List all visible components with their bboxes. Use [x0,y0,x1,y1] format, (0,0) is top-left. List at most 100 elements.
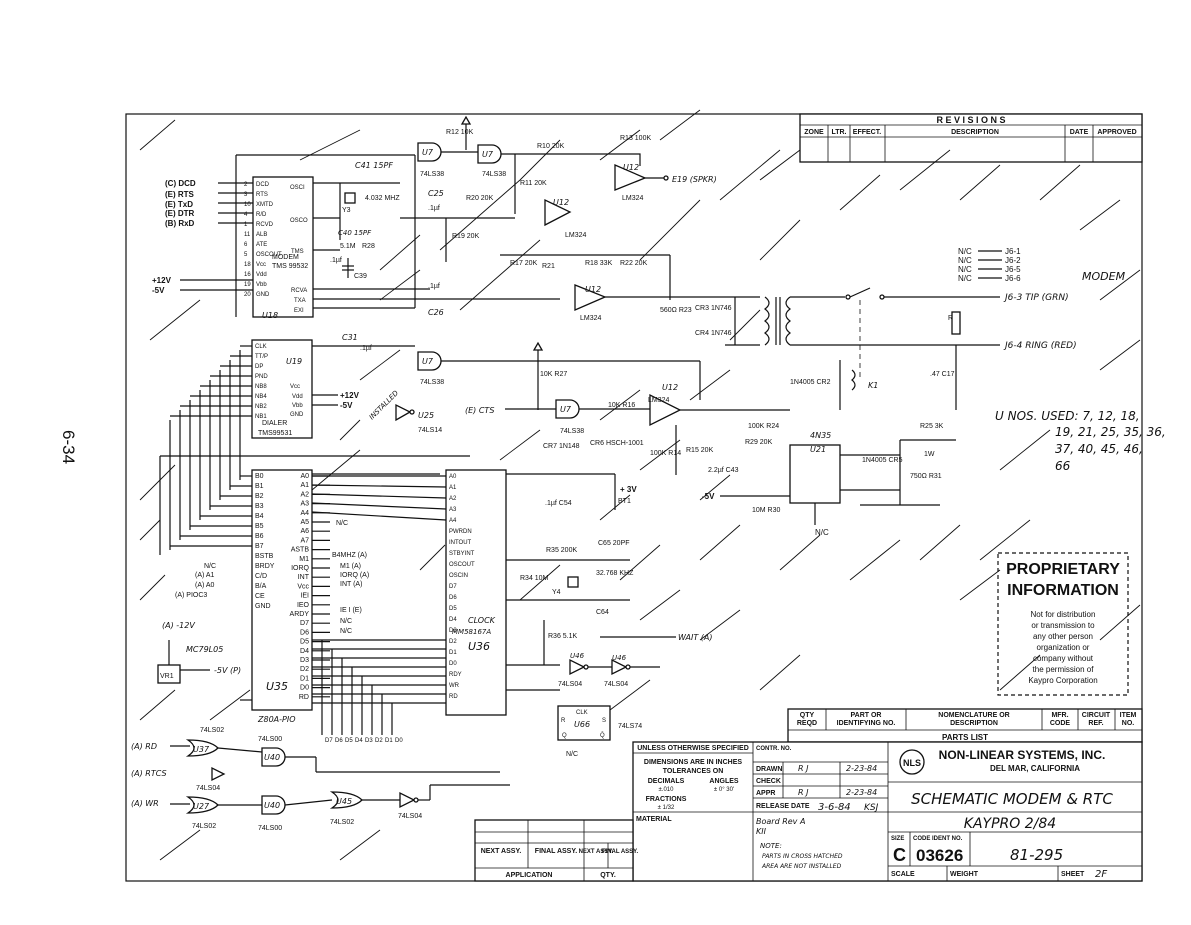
r29-label: R29 20K [745,439,773,446]
board-sub: KII [756,827,767,836]
m1-signal: M1 (A) [340,563,361,570]
fractions-label: FRACTIONS [646,796,687,803]
release-date: 3-6-84 [818,802,851,813]
r15-label: R15 20K [686,447,714,454]
u25-group: INSTALLED U25 74LS14 (E) CTS [368,389,495,434]
xtal2-freq: 32.768 KHZ [596,570,634,577]
j6-ring: J6-4 RING (RED) [1003,341,1077,351]
u35-pin-label: D3 [300,657,309,664]
opto-u21: 4N35 U21 N/C R25 3K 1W 1N4005 CR5 750Ω R… [789,423,956,537]
revisions-title: R E V I S I O N S [936,115,1005,125]
u18-pin-label: DCD [256,182,270,188]
u18-pin-osci: OSCI [290,185,305,191]
proprietary-text-line: or transmission to [1031,621,1095,630]
u36-pin-label: D2 [449,639,457,645]
u36-pin-label: WR [449,683,460,689]
u35-notes: N/C B4MHZ (A) M1 (A) IORQ (A) INT (A) IE… [175,520,369,635]
u35-pin-label: B4 [255,513,264,520]
minus5-opto: -5V [702,492,715,501]
nc-astb: N/C [340,618,352,625]
c26-value: .1µf [428,283,440,290]
regulator-vr1: (A) -12V MC79L05 VR1 -5V (P) [157,621,241,684]
r12-label: R12 10K [446,129,474,136]
cr3-label: CR3 1N746 [695,305,732,312]
r18-label: R18 33K [585,260,613,267]
u66-pin-clk: CLK [576,710,588,716]
u19-pin-label: NB4 [255,394,267,400]
u12d-part: LM324 [648,397,670,404]
u18-pin-txa: TXA [294,298,306,304]
svg-text:U7: U7 [482,150,494,159]
k1-label: K1 [868,381,878,390]
r10-label: R10 20K [537,143,565,150]
r28-value: 5.1M [340,243,356,250]
u18-part: TMS 99532 [272,263,308,270]
signal-dcd: (C) DCD [165,179,196,188]
r22-label: R22 20K [620,260,648,267]
u18-pin-label: ATE [256,242,267,248]
u35-pin-label: A5 [300,519,309,526]
u18-pin-number: 10 [244,202,251,208]
cr6-label: CR6 HSCH-1001 [590,440,644,447]
c31-value: .1µf [360,345,372,352]
dim-note: DIMENSIONS ARE IN INCHES [644,759,742,766]
y4-label: Y4 [552,589,561,596]
r26-label: 1W [924,451,935,458]
app-qty: QTY. [600,872,616,879]
address-bus-wire [311,511,447,521]
u36-pin-label: D3 [449,628,457,634]
u36-pin-label: D4 [449,617,457,623]
j6-nc-label: N/C [958,265,972,274]
u7a-part: 74LS38 [420,171,444,178]
parts-list-title: PARTS LIST [942,733,988,742]
u35-pin-label: B/A [255,583,267,590]
plus3v-signal: + 3V [620,485,637,494]
u66-ref: U66 [574,720,590,729]
cr7-label: CR7 1N148 [543,443,580,450]
app-next-assy: NEXT ASSY. [481,848,522,855]
u36-pin-label: D5 [449,606,457,612]
u35-pin-label: M1 [299,556,309,563]
u7-gates-middle: U7 74LS38 10K R27 U7 74LS38 10K R16 U12 … [417,341,790,514]
u18-pin-number: 5 [244,252,248,258]
parts-list-header: NO. [1122,720,1135,727]
c40-label: C40 15PF [338,229,372,237]
r34-label: R34 10M [520,575,549,582]
j6-pin-label: J6-6 [1005,274,1021,283]
data-bus-bit-label: D5 [345,738,353,744]
angles-value: ± 0° 30' [714,787,734,793]
u46-part-c: 74LS04 [196,785,220,792]
u36-pin-label: D7 [449,584,457,590]
r23-label: 560Ω R23 [660,307,692,314]
drawn-date: 2-23-84 [846,764,877,773]
a0-signal: (A) A0 [195,582,215,589]
u36-pin-label: OSCIN [449,573,468,579]
u35-pin-label: D5 [300,639,309,646]
crystal-y3-group: C41 15PF 4.032 MHZ Y3 C40 15PF 5.1M R28 … [330,161,400,280]
u35-pin-label: CE [255,593,265,600]
note-line1: PARTS IN CROSS HATCHED [762,853,843,860]
note-line2: AREA ARE NOT INSTALLED [761,863,842,870]
address-bus-wire [311,484,447,488]
r25-label: R25 3K [920,423,944,430]
company-location: DEL MAR, CALIFORNIA [990,764,1080,773]
u35-pin-label: A1 [300,482,309,489]
modem-title: MODEM [1082,270,1126,283]
nls-logo-text: NLS [903,758,921,768]
r30-label: 10M R30 [752,507,781,514]
fractions-value: ± 1/32 [658,805,675,811]
r28-label: R28 [362,243,375,250]
r31-label: 750Ω R31 [910,473,942,480]
minus12-signal: (A) -12V [162,621,195,630]
r14-label: 100K R14 [650,450,681,457]
u27-part: 74LS02 [192,823,216,830]
r36-label: R36 5.1K [548,633,578,640]
vr1-ref: VR1 [160,673,174,680]
u21-nc: N/C [815,528,829,537]
u35-pin-label: BRDY [255,563,275,570]
chip-u19: U19 DIALER TMS99531 CLKTT/PDPPNDNB8NB4NB… [159,333,470,555]
u40b-part: 74LS00 [258,825,282,832]
u36-pin-label: INTOUT [449,540,472,546]
u18-pin-number: 20 [244,292,251,298]
parts-list-header: NOMENCLATURE OR [938,712,1009,719]
